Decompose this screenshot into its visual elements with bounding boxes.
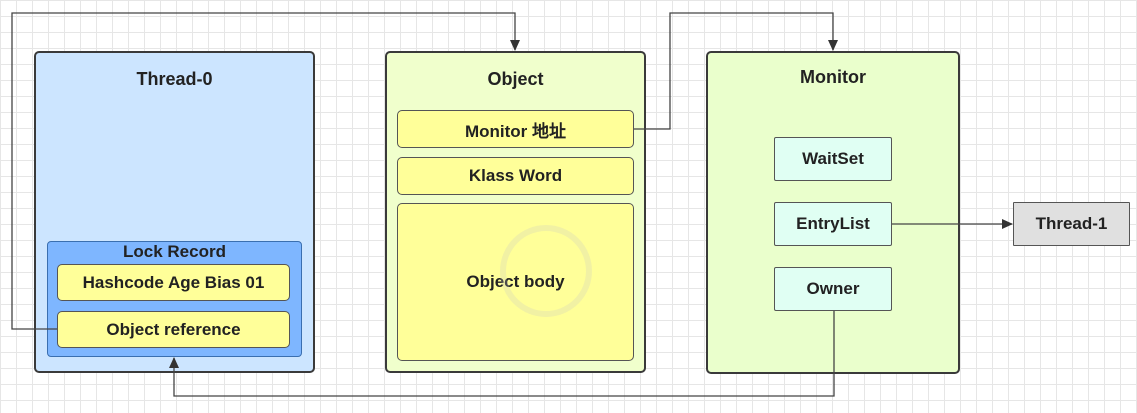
monitor-address-arrow xyxy=(634,12,838,130)
thread0-title: Thread-0 xyxy=(136,69,213,89)
object-reference-arrow xyxy=(11,12,520,330)
waitset-field: WaitSet xyxy=(774,137,892,181)
entrylist-field: EntryList xyxy=(774,202,892,246)
object-reference-field: Object reference xyxy=(57,311,290,348)
monitor-address-field: Monitor 地址 xyxy=(397,110,634,148)
owner-lockrecord-arrow xyxy=(169,311,835,397)
klass-word-field: Klass Word xyxy=(397,157,634,195)
lock-record-title: Lock Record xyxy=(123,242,226,261)
monitor-title: Monitor xyxy=(800,67,866,87)
owner-field: Owner xyxy=(774,267,892,311)
object-title: Object xyxy=(487,69,544,89)
hashcode-age-bias-field: Hashcode Age Bias 01 xyxy=(57,264,290,301)
watermark-logo xyxy=(500,225,592,317)
thread1-box: Thread-1 xyxy=(1013,202,1130,246)
